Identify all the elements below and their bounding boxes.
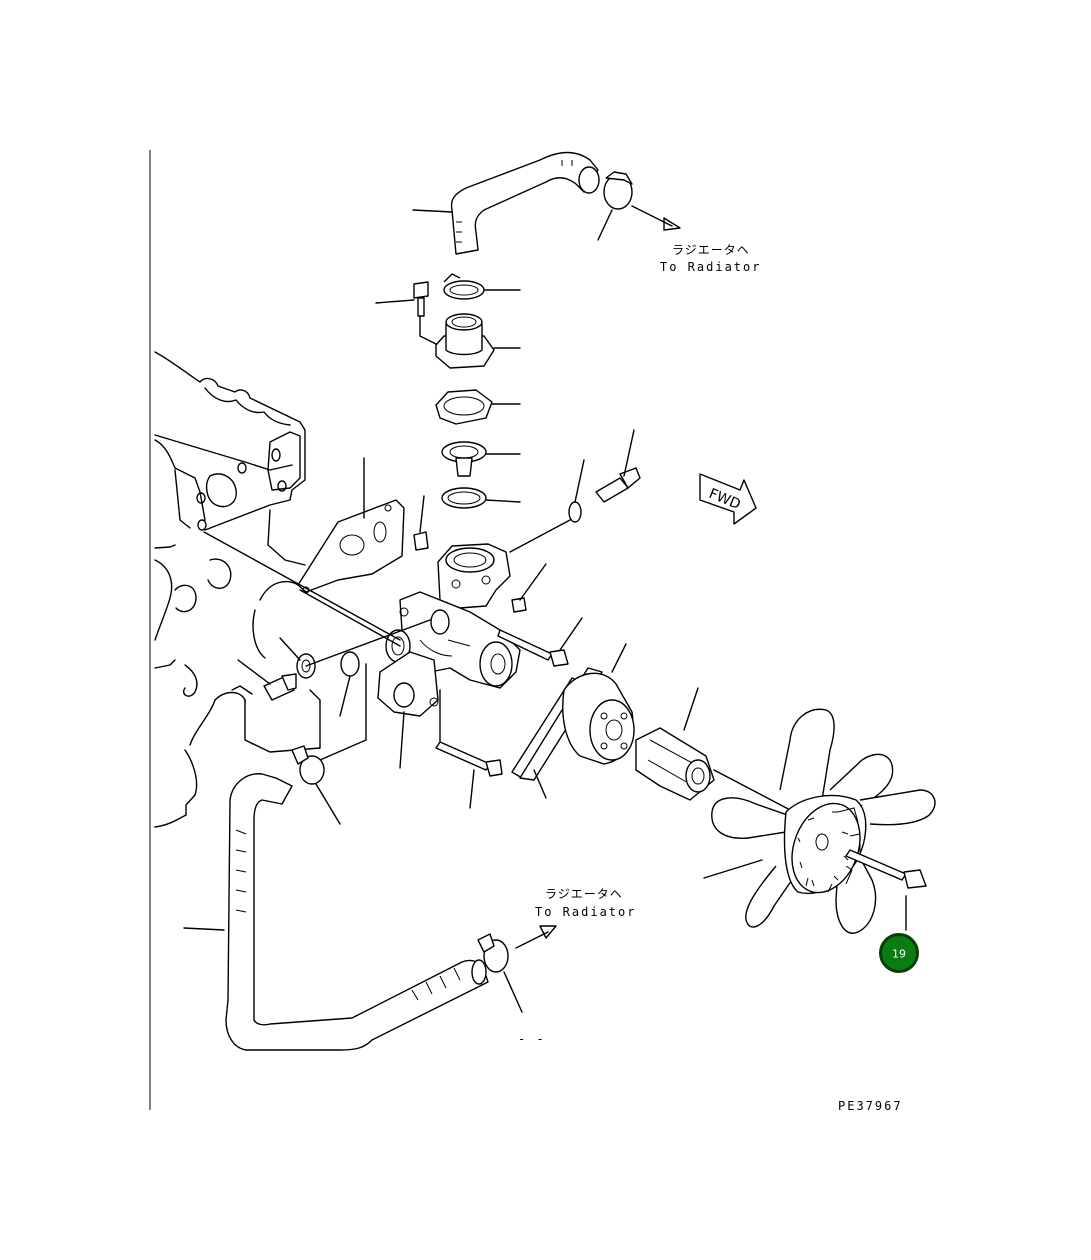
- callout-number: 19: [892, 948, 906, 961]
- upper-radiator-hose: [412, 151, 600, 255]
- callout-badge-19[interactable]: 19: [879, 933, 919, 973]
- thermostat-stack: [375, 273, 521, 509]
- hose-clamp-lower-right: [477, 925, 557, 1013]
- engine-block: [154, 351, 321, 828]
- callout-circle[interactable]: [879, 933, 919, 973]
- to-radiator-jp-top: ラジエータヘ: [672, 243, 750, 257]
- fan-spacer: [635, 687, 795, 813]
- pulley-belt: [511, 643, 635, 799]
- cooling-fan: [703, 708, 936, 934]
- to-radiator-en-top: To Radiator: [660, 260, 761, 274]
- hose-clamp-top: [597, 171, 681, 241]
- water-pump-housing: [377, 429, 641, 717]
- pump-gaskets: [203, 531, 431, 717]
- gasket-plate: [297, 457, 405, 594]
- drawing-number: PE37967: [838, 1099, 903, 1113]
- hose-clamp-lower-left: [291, 745, 341, 825]
- lower-radiator-hose: [183, 773, 489, 1051]
- stray-mark: - -: [518, 1032, 546, 1046]
- to-radiator-jp-bottom: ラジエータヘ: [545, 887, 623, 901]
- fwd-arrow: FWD: [699, 473, 757, 525]
- to-radiator-en-bottom: To Radiator: [535, 905, 636, 919]
